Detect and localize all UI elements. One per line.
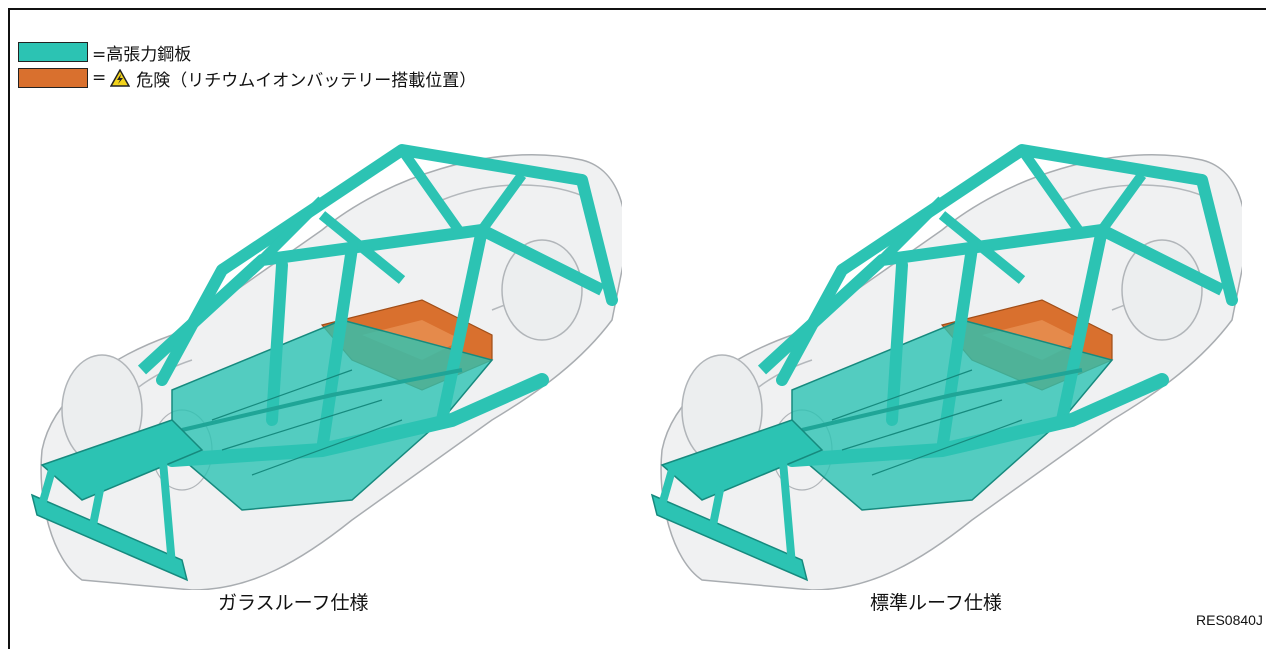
caption-standard-roof: 標準ルーフ仕様 <box>870 592 1002 614</box>
battery-prefix: = <box>92 68 107 88</box>
car-body-glass-roof-icon <box>22 120 622 590</box>
frame-left-border <box>8 8 10 649</box>
battery-label: 危険（リチウムイオンバッテリー搭載位置） <box>136 70 477 91</box>
legend-item-steel: =高張力鋼板 <box>18 40 476 65</box>
legend-item-battery: = 危険（リチウムイオンバッテリー搭載位置） <box>18 66 477 91</box>
battery-swatch <box>18 68 88 88</box>
caption-glass-roof: ガラスルーフ仕様 <box>218 592 369 614</box>
legend: =高張力鋼板 = 危険（リチウムイオンバッテリー搭載位置） <box>18 40 476 92</box>
figure-code: RES0840J <box>1196 612 1263 628</box>
frame-top-border <box>8 8 1266 10</box>
high-voltage-warning-icon <box>110 69 131 87</box>
car-body-standard-roof-icon <box>642 120 1242 590</box>
steel-swatch <box>18 42 88 62</box>
steel-label: =高張力鋼板 <box>92 44 192 65</box>
